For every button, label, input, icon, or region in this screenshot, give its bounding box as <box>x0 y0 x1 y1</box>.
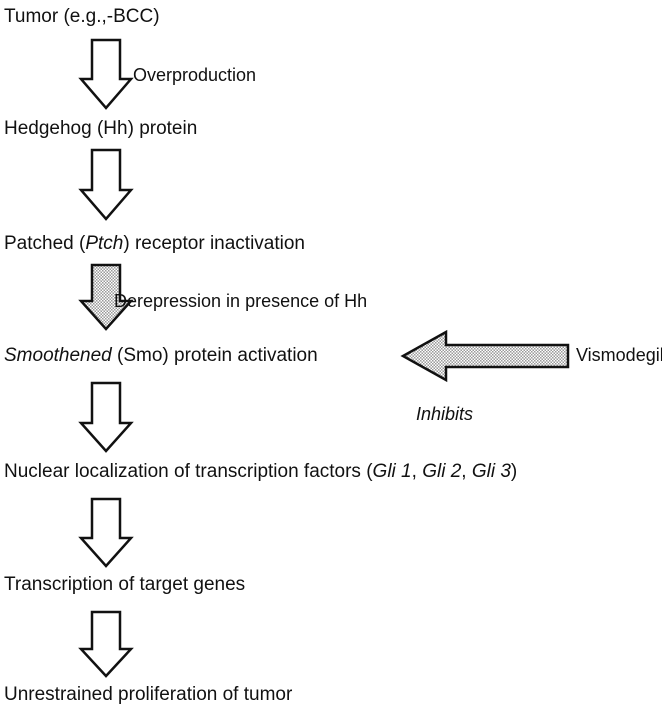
step-transcription-target-genes: Transcription of target genes <box>4 574 246 595</box>
step-nuclear-text-f: Gli 3 <box>471 461 511 482</box>
label-inhibits: Inhibits <box>416 404 474 424</box>
step-nuclear-text-a: Nuclear localization of transcription fa… <box>4 461 373 482</box>
left-arrow-inhibit <box>400 329 570 383</box>
down-arrow-3 <box>78 263 134 331</box>
step-nuclear-text-c: , <box>411 461 423 482</box>
step-nuclear-localization: Nuclear localization of transcription fa… <box>4 461 517 483</box>
down-arrow-5 <box>78 497 134 568</box>
step-patched-receptor: Patched (Ptch) receptor inactivation <box>4 233 305 255</box>
drug-vismodegib: Vismodegib <box>576 345 662 365</box>
down-arrow-4 <box>78 381 134 453</box>
label-overproduction: Overproduction <box>133 65 257 85</box>
down-arrow-2 <box>78 148 134 221</box>
label-derepression: Derepression in presence of Hh <box>114 291 368 311</box>
step-smoothened-text-a: Smoothened <box>4 345 112 366</box>
step-nuclear-text-b: Gli 1 <box>372 461 412 482</box>
step-patched-text-b: Ptch <box>85 233 124 254</box>
down-arrow-1 <box>78 38 134 110</box>
step-smoothened-activation: Smoothened (Smo) protein activation <box>4 345 318 367</box>
step-patched-text-a: Patched ( <box>4 233 86 254</box>
step-tumor: Tumor (e.g.,-BCC) <box>4 6 160 27</box>
step-unrestrained-proliferation: Unrestrained proliferation of tumor <box>4 684 293 705</box>
step-patched-text-c: ) receptor inactivation <box>123 233 306 254</box>
step-nuclear-text-g: ) <box>510 461 518 482</box>
step-nuclear-text-d: Gli 2 <box>422 461 462 482</box>
step-smoothened-text-b: (Smo) protein activation <box>111 345 318 366</box>
step-hedgehog-protein: Hedgehog (Hh) protein <box>4 118 198 139</box>
down-arrow-6 <box>78 610 134 678</box>
step-nuclear-text-e: , <box>461 461 472 482</box>
